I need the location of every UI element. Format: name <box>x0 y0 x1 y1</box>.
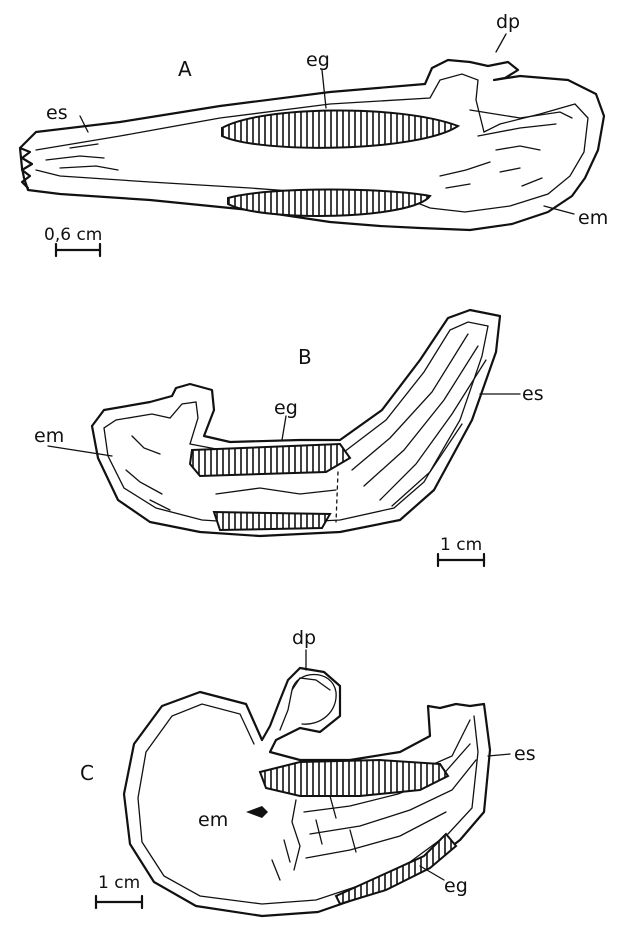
panel-b-label-em: em <box>34 425 64 447</box>
panel-a-label-es: es <box>46 102 68 124</box>
panel-b-scale-label: 1 cm <box>440 535 482 555</box>
panel-b: B eg em es 1 cm <box>34 310 544 566</box>
panel-c-eg-band-upper <box>260 760 448 796</box>
panel-c-arrow-marker <box>246 806 268 818</box>
panel-a-label-em: em <box>578 207 608 229</box>
panel-c-dp-loop <box>292 675 336 725</box>
panel-a-leader-es <box>80 116 88 132</box>
panel-c: C dp es em eg 1 cm <box>80 627 536 916</box>
panel-a-label-eg: eg <box>306 49 330 71</box>
panel-c-leader-eg <box>420 866 444 880</box>
panel-b-dotted-boundary <box>336 472 338 522</box>
panel-a-leader-dp <box>496 34 506 52</box>
panel-b-scale-bar <box>438 554 484 566</box>
panel-c-scale-label: 1 cm <box>98 873 140 893</box>
panel-a-scale-label: 0,6 cm <box>44 225 102 245</box>
panel-c-leader-es <box>488 754 510 756</box>
panel-b-leader-eg <box>282 416 286 440</box>
panel-a-eg-band-upper <box>222 110 458 147</box>
panel-b-label-eg: eg <box>274 397 298 419</box>
panel-a: A es eg dp em 0,6 cm <box>20 11 608 256</box>
panel-c-label-em: em <box>198 809 228 831</box>
panel-c-scale-bar <box>96 896 142 908</box>
panel-c-letter: C <box>80 761 94 785</box>
panel-b-label-es: es <box>522 383 544 405</box>
panel-c-label-dp: dp <box>292 627 316 649</box>
panel-a-folds <box>46 144 542 188</box>
panel-a-scale-bar <box>56 244 100 256</box>
panel-c-label-eg: eg <box>444 875 468 897</box>
panel-a-leader-eg <box>322 70 326 108</box>
panel-c-label-es: es <box>514 743 536 765</box>
panel-b-leader-em <box>48 446 112 456</box>
panel-a-letter: A <box>178 57 192 81</box>
panel-b-eg-band-upper <box>190 444 350 476</box>
panel-a-eg-band-lower <box>228 190 430 216</box>
panel-b-eg-band-lower <box>214 512 330 530</box>
panel-a-label-dp: dp <box>496 11 520 33</box>
panel-a-channel <box>470 110 572 136</box>
panel-b-letter: B <box>298 345 312 369</box>
